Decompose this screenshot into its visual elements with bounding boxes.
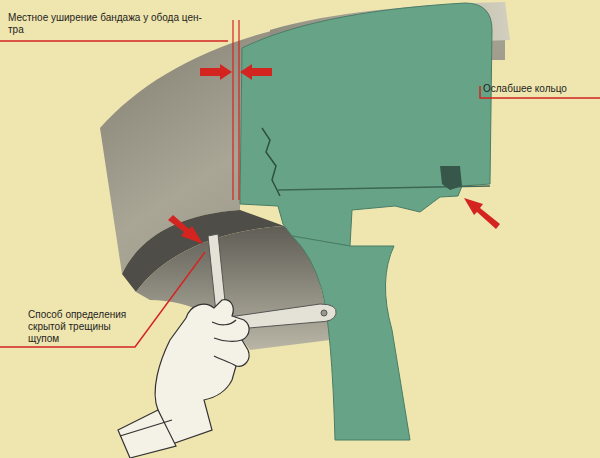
hand: [118, 300, 249, 458]
hidden-crack-label: Способ определения скрытой трещины щупом: [28, 309, 140, 345]
crack-callout: [0, 215, 205, 347]
tire-section: [240, 3, 492, 246]
loose-ring: [440, 166, 462, 190]
center-section: [292, 236, 410, 440]
width-callout: [0, 20, 272, 200]
tire-widening-label: Местное уширение бандажа у обода цен- тр…: [8, 12, 220, 36]
loose-ring-label: Ослабшее кольцо: [483, 83, 595, 95]
crack-line: [262, 128, 280, 196]
ring-callout: [464, 86, 600, 229]
